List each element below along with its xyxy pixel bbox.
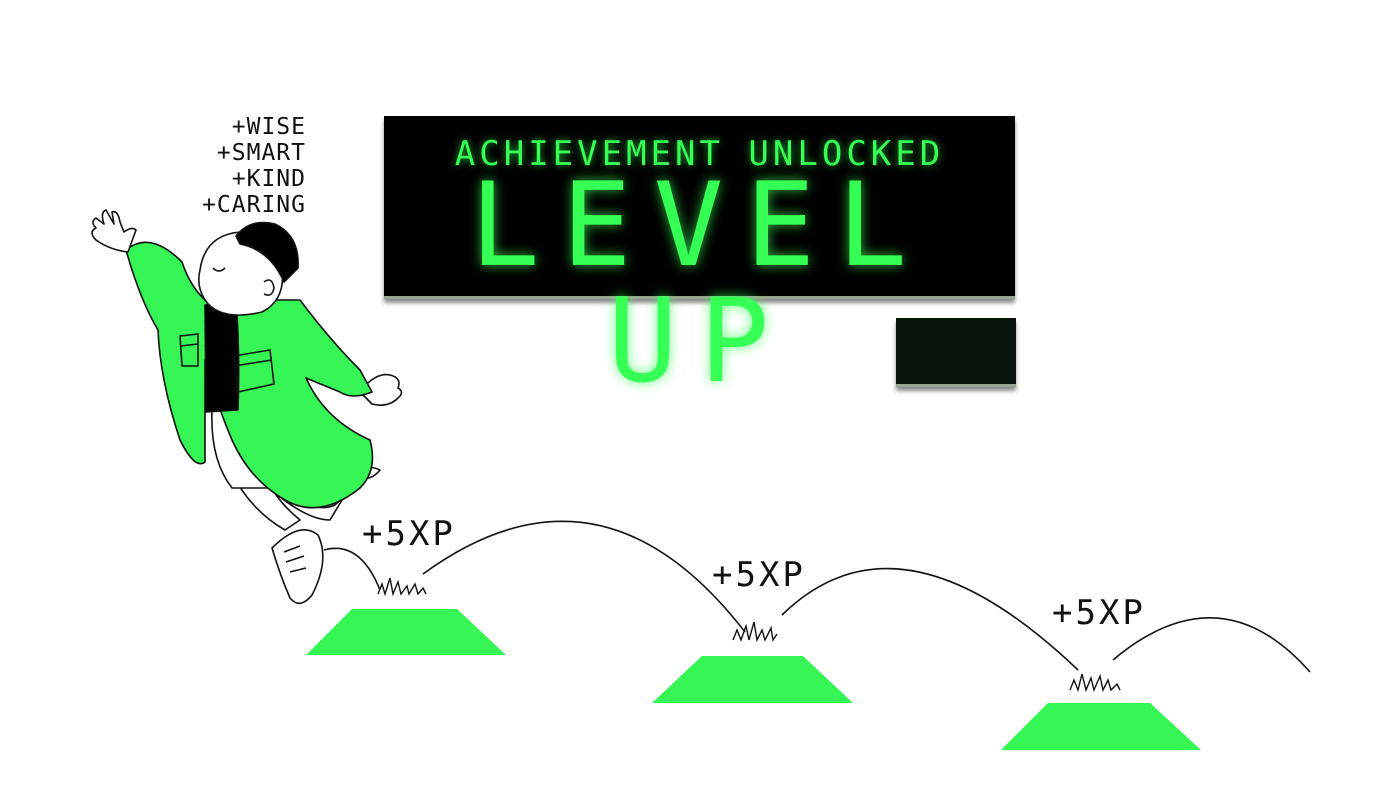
platform-3 (1001, 703, 1201, 750)
platform-2 (652, 656, 853, 703)
grass-tufts (377, 577, 1121, 693)
trait-wise: +WISE (231, 114, 306, 140)
arc-4 (1112, 617, 1311, 673)
platforms (306, 609, 1201, 750)
grass-tuft-2 (732, 621, 778, 643)
xp-label-3: +5XP (1052, 593, 1146, 633)
character-back-hand (359, 373, 403, 406)
jump-arcs (323, 520, 1311, 673)
character-waving-hand (91, 209, 137, 253)
xp-label-2: +5XP (712, 555, 806, 595)
character-pocket-1 (233, 349, 275, 393)
signature-panel (896, 318, 1016, 387)
level-up-display: ACHIEVEMENT UNLOCKED LEVEL UP (384, 116, 1015, 400)
level-up-title: LEVEL UP (469, 158, 930, 409)
xp-label-1: +5XP (362, 514, 456, 554)
character-shoe (271, 528, 324, 605)
arc-3 (781, 567, 1079, 671)
arc-1 (323, 547, 381, 591)
trait-list: +WISE +SMART +KIND +CARING (150, 114, 306, 218)
character (91, 209, 403, 605)
character-pocket-2 (179, 333, 199, 367)
grass-tuft-1 (377, 577, 427, 597)
character-ear (263, 279, 275, 296)
character-shoelace (283, 545, 307, 573)
platform-1 (306, 609, 506, 655)
achievement-subtitle: ACHIEVEMENT UNLOCKED (454, 134, 945, 174)
trait-kind: +KIND (231, 166, 306, 192)
trait-smart: +SMART (216, 140, 306, 166)
arc-2 (422, 520, 746, 633)
character-eye (212, 267, 226, 272)
character-coat (125, 241, 374, 509)
grass-tuft-3 (1069, 673, 1121, 693)
character-beanie (235, 221, 299, 283)
trait-caring: +CARING (202, 192, 306, 218)
